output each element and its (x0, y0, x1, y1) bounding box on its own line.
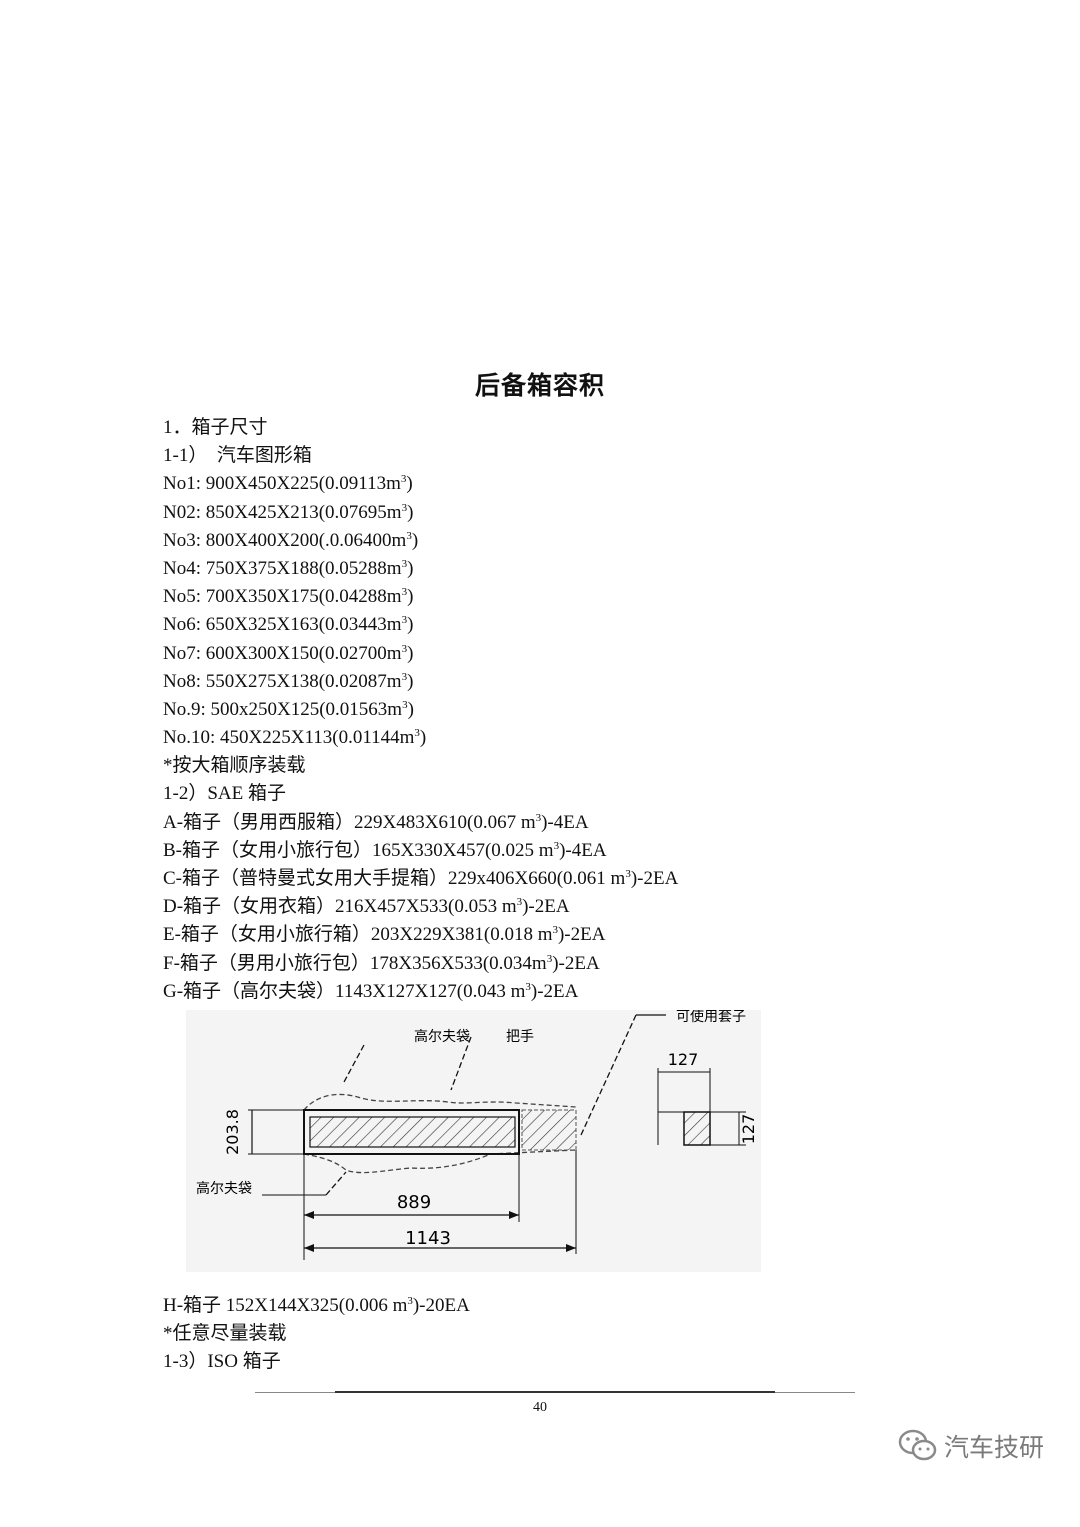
box-spec-line: No1: 900X450X225(0.09113m3) (163, 473, 413, 495)
document-body: 1．箱子尺寸 1-1） 汽车图形箱 No1: 900X450X225(0.091… (163, 414, 923, 1006)
sae-box-spec-line: F-箱子（男用小旅行包）178X356X533(0.034m3)-2EA (163, 952, 600, 974)
dim-height-label: 203.8 (223, 1109, 242, 1155)
box-h-line: H-箱子 152X144X325(0.006 m3)-20EA (163, 1295, 470, 1316)
box-spec-line: No8: 550X275X138(0.02087m3) (163, 670, 414, 692)
page-number: 40 (533, 1400, 547, 1415)
box-spec-line: N02: 850X425X213(0.07695m3) (163, 501, 414, 523)
sae-box-spec-line: E-箱子（女用小旅行箱）203X229X381(0.018 m3)-2EA (163, 924, 606, 946)
box-spec-line: No3: 800X400X200(.0.06400m3) (163, 529, 419, 551)
subsection-heading-1-2: 1-2）SAE 箱子 (163, 783, 286, 805)
box-spec-line: No5: 700X350X175(0.04288m3) (163, 586, 414, 608)
sae-box-spec-line: C-箱子（普特曼式女用大手提箱）229x406X660(0.061 m3)-2E… (163, 868, 679, 889)
dim-total-length-label: 1143 (405, 1228, 451, 1249)
box-spec-line: No4: 750X375X188(0.05288m3) (163, 557, 414, 579)
page-title: 后备箱容积 (474, 371, 605, 400)
box-list-1-2: A-箱子（男用西服箱）229X483X610(0.067 m3)-4EA B-箱子… (163, 809, 923, 1006)
box-spec-line: No7: 600X300X150(0.02700m3) (163, 642, 414, 664)
wechat-icon (898, 1429, 937, 1461)
label-golf-bag-bottom: 高尔夫袋 (196, 1180, 252, 1197)
loading-note-1: *按大箱顺序装载 (163, 755, 306, 777)
section-heading: 1．箱子尺寸 (163, 417, 268, 438)
box-spec-line: No.9: 500x250X125(0.01563m3) (163, 698, 414, 720)
sae-box-spec-line: A-箱子（男用西服箱）229X483X610(0.067 m3)-4EA (163, 811, 589, 833)
box-spec-line: No6: 650X325X163(0.03443m3) (163, 614, 414, 636)
subsection-heading-1-1: 1-1） 汽车图形箱 (163, 445, 312, 467)
sae-box-spec-line: D-箱子（女用衣箱）216X457X533(0.053 m3)-2EA (163, 896, 570, 918)
dim-inner-length-label: 889 (397, 1192, 431, 1213)
sae-box-spec-line: B-箱子（女用小旅行包）165X330X457(0.025 m3)-4EA (163, 839, 607, 861)
dim-section-width-label: 127 (668, 1050, 699, 1069)
golf-bag-diagram: 203.8 高尔夫袋 把手 可使用套子 高尔夫袋 889 1143 127 (186, 1008, 761, 1272)
footer-rule-bold (335, 1391, 775, 1393)
label-golf-bag-top: 高尔夫袋 (414, 1028, 470, 1045)
box-list-1-1: No1: 900X450X225(0.09113m3) N02: 850X425X… (163, 470, 923, 752)
watermark-text: 汽车技研 (944, 1433, 1045, 1462)
label-usable-cover: 可使用套子 (676, 1010, 746, 1025)
loading-note-2: *任意尽量装载 (163, 1323, 287, 1345)
document-body-continued: H-箱子 152X144X325(0.006 m3)-20EA *任意尽量装载 … (163, 1292, 923, 1377)
watermark: 汽车技研 (898, 1424, 1044, 1468)
subsection-heading-1-3: 1-3）ISO 箱子 (163, 1351, 281, 1373)
sae-box-spec-line: G-箱子（高尔夫袋）1143X127X127(0.043 m3)-2EA (163, 980, 579, 1002)
golf-bag-drawing: 203.8 高尔夫袋 把手 可使用套子 高尔夫袋 889 1143 127 (186, 1008, 761, 1272)
box-spec-line: No.10: 450X225X113(0.01144m3) (163, 727, 427, 749)
label-handle: 把手 (506, 1029, 534, 1045)
dim-section-height-label: 127 (739, 1114, 758, 1145)
